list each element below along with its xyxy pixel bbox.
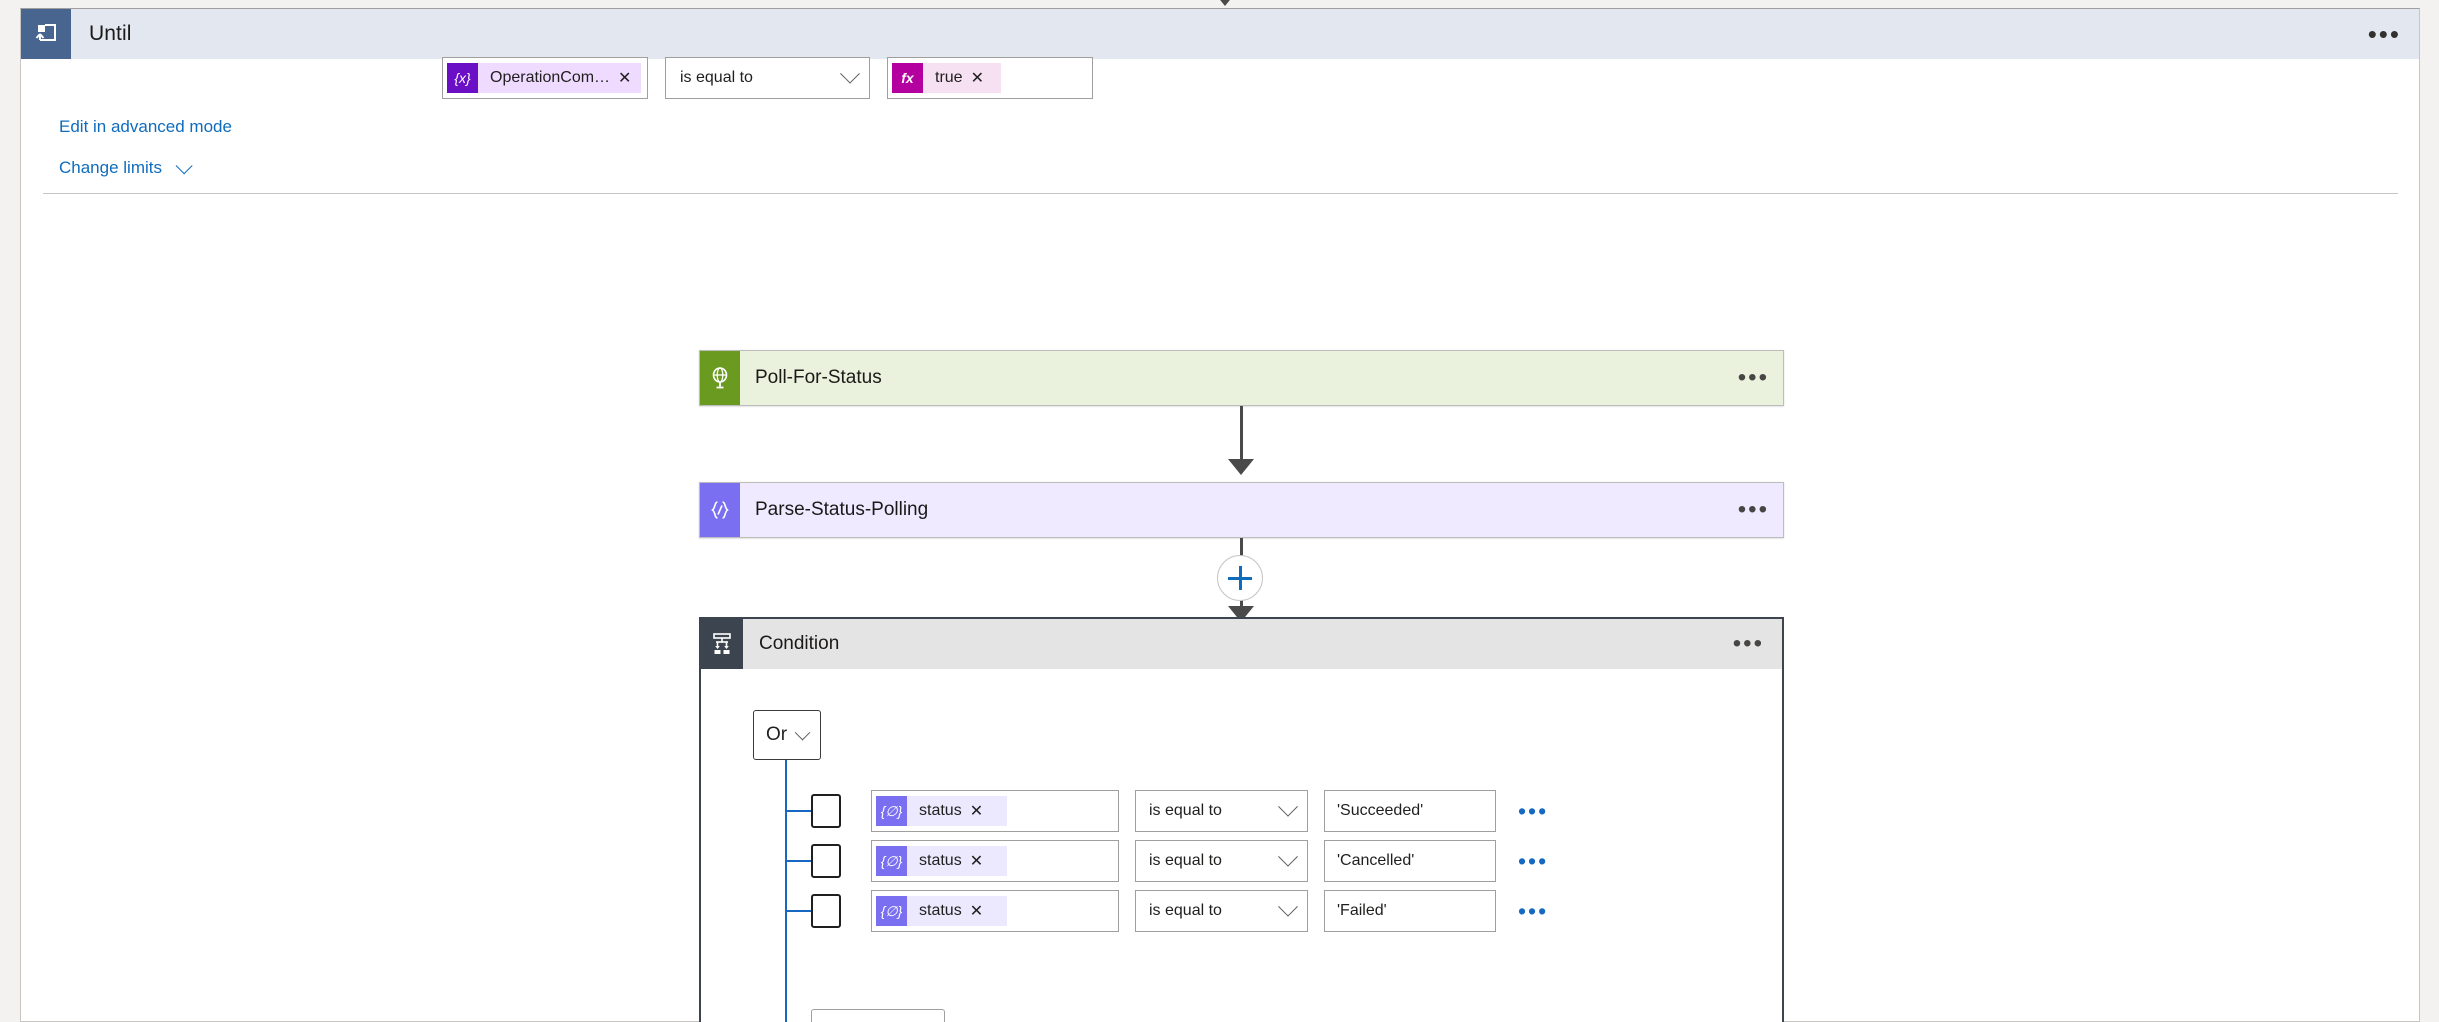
condition-row-value-input[interactable]: 'Failed' (1324, 890, 1496, 932)
condition-row-value-text: 'Cancelled' (1337, 852, 1415, 869)
change-limits-label: Change limits (59, 158, 162, 177)
expression-function-icon: fx (892, 63, 923, 93)
variable-token-icon: {x} (447, 63, 478, 93)
remove-token-button[interactable]: ✕ (969, 803, 984, 820)
condition-tree-stub (785, 910, 811, 912)
condition-row-checkbox[interactable] (811, 794, 841, 828)
chevron-down-icon (794, 724, 811, 740)
condition-row-overflow-menu-button[interactable]: ••• (1518, 898, 1549, 924)
action-overflow-menu-button[interactable]: ••• (1737, 364, 1769, 391)
until-exit-condition-row: {x} OperationCom… ✕ is equal to fx true … (442, 57, 1093, 99)
action-card-body: Poll-For-Status ••• (740, 351, 1783, 405)
until-condition-right-field[interactable]: fx true ✕ (887, 57, 1093, 99)
connector-line (1240, 406, 1243, 466)
remove-token-button[interactable]: ✕ (969, 903, 984, 920)
expression-token-label: true (935, 69, 963, 86)
until-header[interactable]: Until ••• (21, 9, 2419, 59)
logical-operator-value: Or (765, 724, 788, 745)
condition-row-operator-select[interactable]: is equal to (1135, 840, 1308, 882)
add-condition-button[interactable] (811, 1009, 945, 1022)
until-condition-operator-select[interactable]: is equal to (665, 57, 870, 99)
variable-token-label: OperationCom… (490, 69, 611, 86)
action-card-poll-for-status[interactable]: Poll-For-Status ••• (699, 350, 1784, 406)
condition-header[interactable]: Condition ••• (701, 619, 1782, 669)
connector-line (1240, 538, 1243, 556)
condition-row-checkbox[interactable] (811, 844, 841, 878)
condition-row-left-field[interactable]: {∅} status ✕ (871, 790, 1119, 832)
insert-step-button[interactable] (1217, 555, 1263, 601)
until-loop-icon[interactable] (21, 9, 71, 59)
chevron-down-icon (1278, 896, 1298, 917)
remove-variable-token-button[interactable]: ✕ (618, 70, 632, 87)
plus-icon (1238, 566, 1242, 590)
json-token-chip[interactable]: {∅} status ✕ (876, 846, 1007, 876)
parse-json-token-icon: {∅} (876, 796, 907, 826)
json-token-label: status (919, 902, 962, 919)
condition-overflow-menu-button[interactable]: ••• (1732, 630, 1764, 657)
json-token-chip[interactable]: {∅} status ✕ (876, 896, 1007, 926)
action-card-parse-status-polling[interactable]: Parse-Status-Polling ••• (699, 482, 1784, 538)
condition-row-checkbox[interactable] (811, 894, 841, 928)
parse-json-token-icon: {∅} (876, 846, 907, 876)
until-condition-operator-value: is equal to (680, 69, 753, 86)
condition-row-operator-value: is equal to (1149, 802, 1222, 819)
json-token-chip[interactable]: {∅} status ✕ (876, 796, 1007, 826)
action-card-body: Parse-Status-Polling ••• (740, 483, 1783, 537)
until-scope-container: Until ••• {x} OperationCom… ✕ is equal t… (20, 8, 2420, 1022)
condition-row-left-field[interactable]: {∅} status ✕ (871, 890, 1119, 932)
chevron-down-icon (1278, 796, 1298, 817)
condition-tree-line (785, 760, 787, 1022)
condition-row: {∅} status ✕ is equal to 'Succeeded' (811, 790, 1548, 832)
http-globe-icon (700, 351, 740, 405)
until-title: Until (89, 22, 132, 45)
condition-row-operator-value: is equal to (1149, 902, 1222, 919)
remove-token-button[interactable]: ✕ (969, 853, 984, 870)
change-limits-toggle[interactable]: Change limits (59, 157, 193, 178)
scope-divider (43, 193, 2398, 194)
condition-row-operator-select[interactable]: is equal to (1135, 890, 1308, 932)
json-token-label: status (919, 852, 962, 869)
condition-tree-stub (785, 810, 811, 812)
condition-row-left-field[interactable]: {∅} status ✕ (871, 840, 1119, 882)
remove-expression-token-button[interactable]: ✕ (970, 70, 984, 87)
expression-token-chip[interactable]: fx true ✕ (892, 63, 1001, 93)
chevron-down-icon (840, 63, 860, 84)
condition-title: Condition (759, 633, 840, 654)
condition-row-value-input[interactable]: 'Succeeded' (1324, 790, 1496, 832)
incoming-arrow-icon (1212, 0, 1238, 6)
condition-row: {∅} status ✕ is equal to 'Failed' (811, 890, 1548, 932)
parse-json-token-icon: {∅} (876, 896, 907, 926)
condition-row-value-input[interactable]: 'Cancelled' (1324, 840, 1496, 882)
chevron-down-icon (1278, 846, 1298, 867)
until-condition-left-field[interactable]: {x} OperationCom… ✕ (442, 57, 648, 99)
parse-json-icon (700, 483, 740, 537)
action-title: Parse-Status-Polling (755, 499, 929, 520)
condition-tree-stub (785, 860, 811, 862)
condition-branch-icon (701, 619, 743, 669)
condition-body: Or {∅} status ✕ (701, 669, 1782, 1022)
until-overflow-menu-button[interactable]: ••• (2367, 19, 2401, 49)
json-token-label: status (919, 802, 962, 819)
edit-in-advanced-mode-link[interactable]: Edit in advanced mode (59, 117, 232, 136)
condition-row: {∅} status ✕ is equal to 'Cancelled' (811, 840, 1548, 882)
condition-row-overflow-menu-button[interactable]: ••• (1518, 798, 1549, 824)
chevron-down-icon (175, 157, 193, 175)
logical-operator-select[interactable]: Or (753, 710, 821, 760)
condition-card[interactable]: Condition ••• Or {∅} (699, 617, 1784, 1022)
condition-row-value-text: 'Failed' (1337, 902, 1387, 919)
condition-row-overflow-menu-button[interactable]: ••• (1518, 848, 1549, 874)
action-title: Poll-For-Status (755, 367, 882, 388)
condition-row-operator-value: is equal to (1149, 852, 1222, 869)
action-overflow-menu-button[interactable]: ••• (1737, 496, 1769, 523)
connector-arrow-icon (1228, 459, 1254, 475)
condition-row-operator-select[interactable]: is equal to (1135, 790, 1308, 832)
condition-row-value-text: 'Succeeded' (1337, 802, 1424, 819)
variable-token-chip[interactable]: {x} OperationCom… ✕ (447, 63, 642, 93)
